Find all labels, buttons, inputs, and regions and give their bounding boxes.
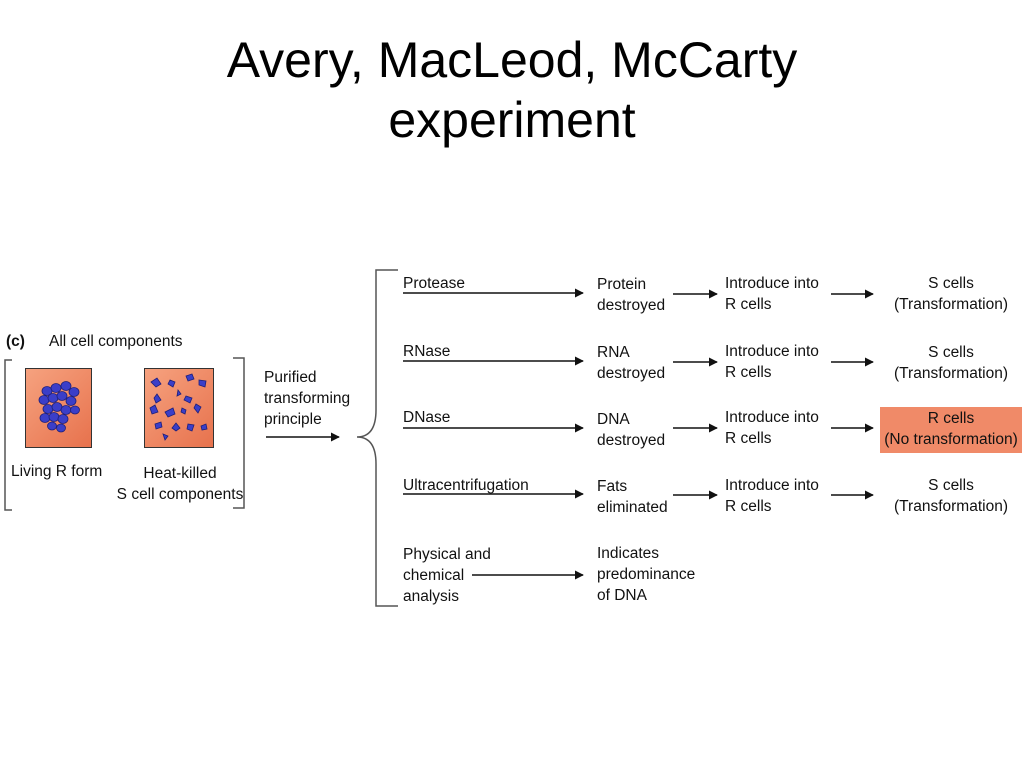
s-cell-fragments bbox=[149, 373, 208, 441]
step-line-2: R cells bbox=[725, 296, 772, 313]
result-line-1: Fats bbox=[597, 478, 628, 495]
result-line-3: of DNA bbox=[597, 587, 647, 604]
result-line-1: Protein bbox=[597, 276, 647, 293]
purified-line-2: transforming bbox=[264, 390, 351, 407]
step-line-1: Introduce into bbox=[725, 409, 819, 426]
purified-line-3: principle bbox=[264, 411, 322, 428]
step-line-1: Introduce into bbox=[725, 343, 819, 360]
no-transformation-highlight bbox=[880, 407, 1022, 453]
step-introduce-2: Introduce into R cells bbox=[725, 341, 819, 383]
r-cell-cluster bbox=[38, 381, 80, 433]
outcome-1: S cells (Transformation) bbox=[880, 273, 1022, 315]
result-line-2: destroyed bbox=[597, 432, 666, 449]
result-line-1: DNA bbox=[597, 411, 630, 428]
curly-brace bbox=[356, 269, 398, 607]
result-line-1: RNA bbox=[597, 344, 630, 361]
result-line-1: Indicates bbox=[597, 545, 660, 562]
outcome-line-2: (Transformation) bbox=[894, 296, 1008, 313]
result-line-2: destroyed bbox=[597, 365, 666, 382]
analysis-line-1: Physical and bbox=[403, 546, 491, 563]
components-bracket-right bbox=[233, 357, 245, 509]
step-line-1: Introduce into bbox=[725, 275, 819, 292]
panel-label: (c) bbox=[6, 333, 25, 350]
living-r-form-label: Living R form bbox=[11, 463, 103, 480]
title-line-2: experiment bbox=[388, 92, 636, 148]
components-bracket-left bbox=[4, 359, 12, 511]
outcome-line-1: S cells bbox=[928, 344, 974, 361]
result-fats-eliminated: Fats eliminated bbox=[597, 476, 668, 518]
outcome-4: S cells (Transformation) bbox=[880, 475, 1022, 517]
step-introduce-1: Introduce into R cells bbox=[725, 273, 819, 315]
step-line-2: R cells bbox=[725, 430, 772, 447]
treatment-ultracentrifugation: Ultracentrifugation bbox=[403, 477, 529, 494]
heat-killed-line-2: S cell components bbox=[116, 486, 244, 503]
title-line-1: Avery, MacLeod, McCarty bbox=[226, 32, 798, 88]
result-dna-predominance: Indicates predominance of DNA bbox=[597, 543, 695, 606]
outcome-2: S cells (Transformation) bbox=[880, 342, 1022, 384]
step-introduce-3: Introduce into R cells bbox=[725, 407, 819, 449]
step-line-2: R cells bbox=[725, 364, 772, 381]
heat-killed-line-1: Heat-killed bbox=[143, 465, 217, 482]
outcome-line-1: S cells bbox=[928, 275, 974, 292]
step-line-2: R cells bbox=[725, 498, 772, 515]
result-dna-destroyed: DNA destroyed bbox=[597, 409, 665, 451]
purified-principle-label: Purified transforming principle bbox=[264, 367, 350, 430]
treatment-protease: Protease bbox=[403, 275, 466, 292]
heat-killed-label: Heat-killed S cell components bbox=[110, 463, 250, 505]
result-protein-destroyed: Protein destroyed bbox=[597, 274, 665, 316]
outcome-3: R cells (No transformation) bbox=[880, 408, 1022, 450]
panel-heading: All cell components bbox=[49, 333, 183, 350]
outcome-line-1: R cells bbox=[927, 410, 975, 427]
result-line-2: destroyed bbox=[597, 297, 666, 314]
treatment-analysis: Physical and chemical analysis bbox=[403, 544, 491, 607]
step-line-1: Introduce into bbox=[725, 477, 819, 494]
result-line-2: predominance bbox=[597, 566, 696, 583]
analysis-line-2: chemical bbox=[403, 567, 465, 584]
treatment-rnase: RNase bbox=[403, 343, 451, 360]
outcome-line-1: S cells bbox=[928, 477, 974, 494]
result-rna-destroyed: RNA destroyed bbox=[597, 342, 665, 384]
result-line-2: eliminated bbox=[597, 499, 668, 516]
outcome-line-2: (Transformation) bbox=[894, 365, 1008, 382]
analysis-line-3: analysis bbox=[403, 588, 459, 605]
outcome-line-2: (Transformation) bbox=[894, 498, 1008, 515]
treatment-dnase: DNase bbox=[403, 409, 451, 426]
slide-title: Avery, MacLeod, McCarty experiment bbox=[0, 30, 1024, 150]
purified-line-1: Purified bbox=[264, 369, 317, 386]
step-introduce-4: Introduce into R cells bbox=[725, 475, 819, 517]
outcome-line-2: (No transformation) bbox=[884, 431, 1018, 448]
